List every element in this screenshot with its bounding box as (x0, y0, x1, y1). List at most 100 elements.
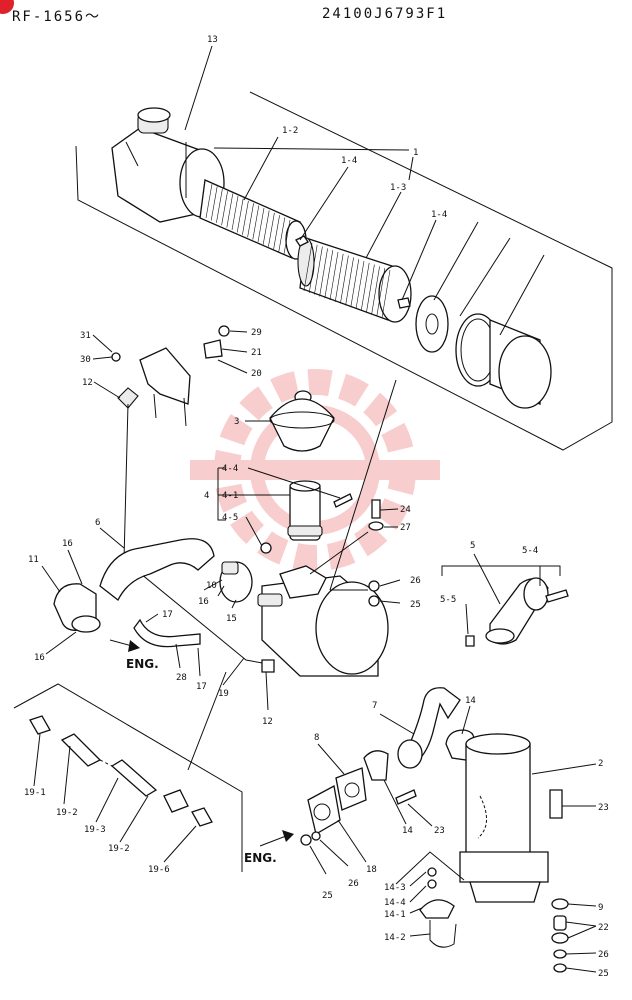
lower-frame (13, 683, 243, 872)
callout-10: 10 (206, 581, 217, 591)
filter-rib (345, 257, 354, 306)
filter-rib (205, 183, 213, 219)
dust-bowl (269, 390, 335, 452)
callout-19-6: 19-6 (148, 865, 170, 875)
callout-1-4b: 1-4 (431, 210, 447, 220)
outer-filter-element (199, 179, 307, 260)
mounting-bracket (117, 347, 191, 427)
callout-29: 29 (251, 328, 262, 338)
corner-marker (0, 0, 14, 14)
callout-27: 27 (400, 523, 411, 533)
callout-23: 23 (598, 803, 609, 813)
callout-7: 7 (372, 701, 377, 711)
bolt-icon (545, 589, 569, 603)
screw-icon (465, 635, 475, 647)
callout-16c: 16 (34, 653, 45, 663)
filter-rib (303, 242, 313, 292)
gear-watermark-icon (190, 369, 440, 571)
callout-13: 13 (207, 35, 218, 45)
callout-14b: 14 (402, 826, 413, 836)
outlet-cap (485, 577, 549, 645)
lower-right-frame (395, 851, 465, 885)
callout-16b: 16 (198, 597, 209, 607)
precleaner-cyclone (459, 733, 549, 903)
filter-rib (283, 219, 291, 255)
callout-3: 3 (234, 417, 239, 427)
callout-14: 14 (465, 696, 476, 706)
inner-filter-element (297, 237, 412, 323)
nut-icon (260, 542, 272, 554)
filter-rib (216, 188, 223, 223)
bolt-icon (333, 493, 353, 508)
callout-6: 6 (95, 518, 100, 528)
filter-rib (329, 251, 339, 301)
u-clamp (363, 750, 389, 781)
callout-14-1: 14-1 (384, 910, 406, 920)
upper-leaders (184, 45, 545, 336)
callout-4-5: 4-5 (222, 513, 238, 523)
filter-rib (360, 262, 370, 311)
callout-24: 24 (400, 505, 411, 515)
filter-rib (355, 260, 365, 310)
filter-rib (324, 250, 334, 299)
air-cleaner-cap (489, 319, 552, 409)
filter-rib (252, 205, 260, 240)
callout-14-2: 14-2 (384, 933, 406, 943)
bolt-icon (218, 325, 230, 337)
callout-5-4: 5-4 (522, 546, 538, 556)
washer-icon (368, 580, 380, 592)
wing-nut-icon (397, 297, 411, 309)
callout-16: 16 (62, 539, 73, 549)
nut-icon (368, 595, 380, 607)
callout-9: 9 (598, 903, 603, 913)
tube-fittings (29, 715, 213, 827)
callout-5: 5 (470, 541, 475, 551)
callout-2: 2 (598, 759, 603, 769)
filter-rib (242, 200, 249, 235)
callout-17b: 17 (196, 682, 207, 692)
callout-31: 31 (80, 331, 91, 341)
engine-label: ENG. (244, 851, 277, 865)
callout-26: 26 (410, 576, 421, 586)
engine-label: ENG. (126, 657, 159, 671)
adapter-tube (287, 480, 323, 541)
bolt-icon (395, 789, 417, 805)
nut-icon (111, 352, 121, 362)
bolt-icon (549, 789, 563, 819)
flow-arrow-icon (259, 835, 287, 847)
callout-5-5: 5-5 (440, 595, 456, 605)
callout-4-4: 4-4 (222, 464, 238, 474)
flow-arrow-icon (109, 639, 133, 647)
filter-rib (340, 255, 349, 304)
callout-18: 18 (366, 865, 377, 875)
washer-icon (368, 521, 384, 531)
callout-14-3: 14-3 (384, 883, 406, 893)
small-hose (133, 618, 201, 648)
filter-rib (278, 217, 286, 252)
callout-1-3: 1-3 (390, 183, 406, 193)
filter-rib (221, 191, 228, 226)
callout-25b: 25 (322, 891, 333, 901)
callout-28: 28 (176, 673, 187, 683)
callout-26b: 26 (348, 879, 359, 889)
callout-8: 8 (314, 733, 319, 743)
callout-15: 15 (226, 614, 237, 624)
callout-19-2b: 19-2 (108, 844, 130, 854)
filter-rib (262, 210, 270, 245)
callout-19: 19 (218, 689, 229, 699)
serial-range-label: RF-1656～ (12, 9, 102, 25)
filter-rib (350, 259, 360, 308)
callout-26c: 26 (598, 950, 609, 960)
filter-rib (247, 203, 254, 238)
callout-25: 25 (410, 600, 421, 610)
nut-icon (300, 834, 312, 846)
bolt-icon (371, 499, 381, 519)
callout-4: 4 (204, 491, 209, 501)
callout-4-1: 4-1 (222, 491, 238, 501)
filter-rib (273, 215, 280, 250)
filter-rib (236, 198, 244, 233)
callout-25c: 25 (598, 969, 609, 979)
fastener-stack (551, 898, 569, 973)
callout-22: 22 (598, 923, 609, 933)
